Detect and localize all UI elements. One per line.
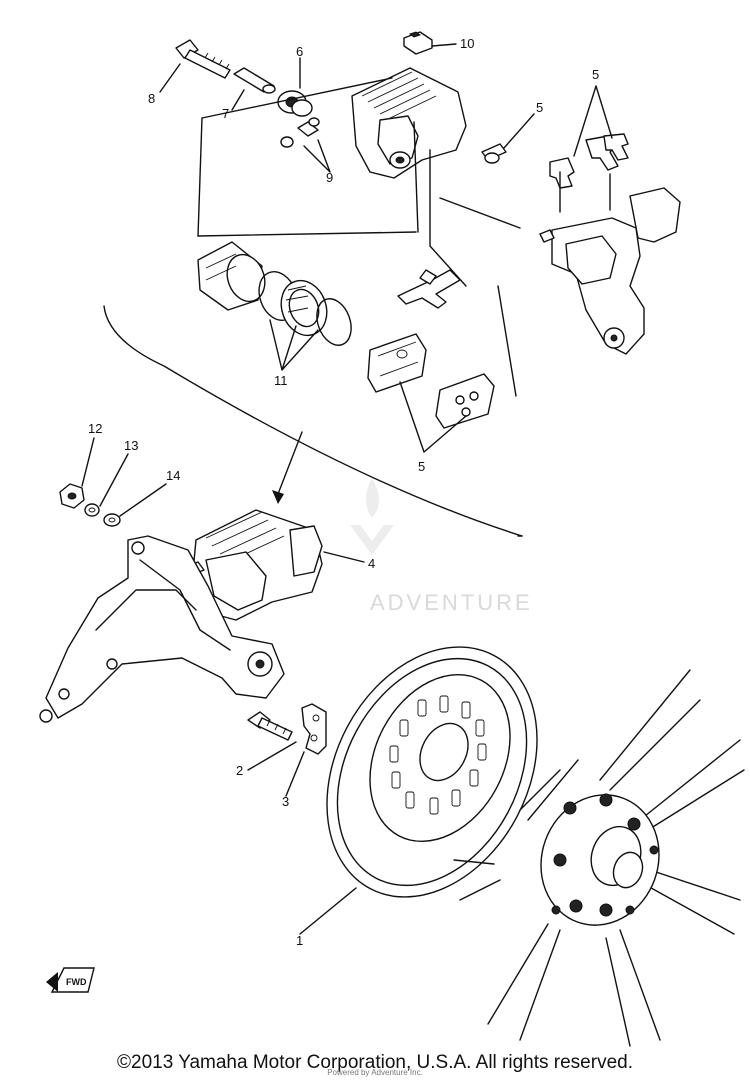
- callout-8: 8: [148, 91, 155, 106]
- pad-clips: [549, 133, 629, 189]
- wheel-hub: [453, 669, 745, 1047]
- callout-leader-lines: [81, 43, 535, 935]
- callout-10: 10: [460, 36, 474, 51]
- sleeve: [233, 67, 276, 94]
- callout-12: 12: [88, 421, 102, 436]
- brake-pad-inner: [367, 333, 427, 393]
- callout-9: 9: [326, 170, 333, 185]
- callout-labels: 1 2 3 4 5 5 5 6 7 8 9 10 11 12 13 14: [88, 36, 599, 948]
- watermark-text: ADVENTURE: [370, 590, 533, 615]
- direction-arrow-label: FWD: [66, 977, 87, 987]
- pad-spring: [397, 269, 461, 309]
- nut: [59, 483, 85, 509]
- caliper-body-upper: [351, 67, 467, 179]
- caliper-bolt: [175, 39, 231, 79]
- piston: [197, 241, 266, 311]
- watermark-logo: [350, 478, 394, 555]
- callout-6: 6: [296, 44, 303, 59]
- powered-by-credit: Powered by Adventure Inc.: [327, 1068, 423, 1077]
- disc-bolt: [247, 711, 293, 741]
- bleed-cap: [403, 31, 433, 55]
- caliper-assembly-lower: [187, 509, 323, 621]
- callout-14: 14: [166, 468, 180, 483]
- exploded-group-bracket: [103, 77, 611, 537]
- plain-washer: [103, 513, 121, 527]
- callout-5-pad-clips: 5: [592, 67, 599, 82]
- copyright-notice: ©2013 Yamaha Motor Corporation, U.S.A. A…: [117, 1052, 633, 1073]
- bushing: [277, 90, 313, 117]
- dust-seal: [280, 279, 328, 337]
- caliper-bracket: [39, 535, 285, 723]
- callout-5-pin-bolt: 5: [536, 100, 543, 115]
- direction-arrow-icon: [46, 967, 95, 993]
- callout-11: 11: [274, 373, 288, 388]
- leader-lines-group: [269, 85, 613, 453]
- brake-pad-outer: [435, 373, 495, 429]
- pin-bolt: [481, 143, 507, 164]
- assembly-arrow: [272, 431, 303, 504]
- callout-7: 7: [222, 106, 229, 121]
- callout-2: 2: [236, 763, 243, 778]
- callout-5-pads: 5: [418, 459, 425, 474]
- callout-4: 4: [368, 556, 375, 571]
- caliper-assembly-right: [539, 187, 681, 355]
- callout-1: 1: [296, 933, 303, 948]
- retaining-ring: [316, 298, 352, 346]
- lock-washer: [84, 503, 100, 517]
- bleed-screw: [280, 117, 320, 148]
- lock-washer-plate: [301, 703, 327, 755]
- callout-13: 13: [124, 438, 138, 453]
- brake-disc: [326, 646, 538, 898]
- callout-3: 3: [282, 794, 289, 809]
